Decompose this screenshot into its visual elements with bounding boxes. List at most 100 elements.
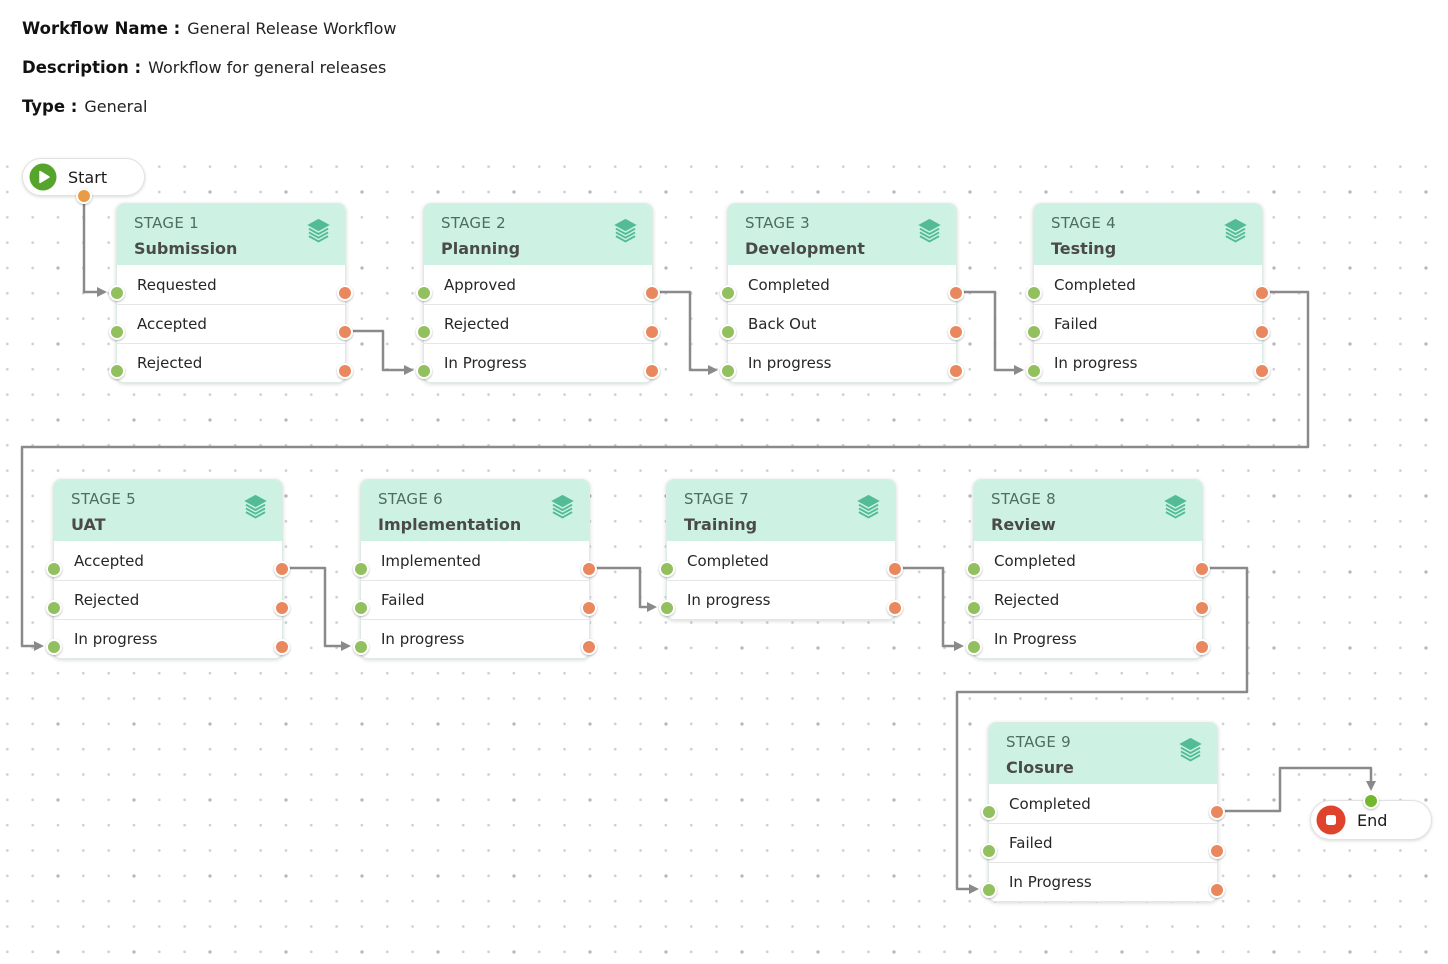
type-label: Type : — [22, 97, 78, 116]
status-output-port[interactable] — [644, 324, 660, 340]
status-label: Failed — [1054, 315, 1098, 333]
layers-icon — [916, 216, 943, 265]
status-input-port[interactable] — [1026, 324, 1042, 340]
start-output-port[interactable] — [75, 188, 92, 204]
stage-node-4[interactable]: STAGE 4 Testing Completed Failed In prog… — [1026, 203, 1270, 383]
status-output-port[interactable] — [1209, 843, 1225, 859]
stage-status-list: Approved Rejected In Progress — [416, 265, 660, 382]
status-output-port[interactable] — [337, 324, 353, 340]
status-input-port[interactable] — [981, 843, 997, 859]
status-input-port[interactable] — [416, 284, 432, 301]
status-output-port[interactable] — [337, 363, 353, 379]
status-output-port[interactable] — [948, 324, 964, 340]
status-input-port[interactable] — [981, 882, 997, 898]
status-input-port[interactable] — [966, 600, 982, 616]
status-row: In progress — [353, 619, 597, 658]
status-input-port[interactable] — [109, 324, 125, 340]
edge-stage2-approved-to-stage3 — [653, 290, 718, 375]
stage-name: Review — [991, 515, 1056, 534]
status-output-port[interactable] — [948, 363, 964, 379]
status-input-port[interactable] — [659, 600, 675, 616]
status-input-port[interactable] — [966, 560, 982, 577]
stage-name: Closure — [1006, 758, 1074, 777]
stage-node-6[interactable]: STAGE 6 Implementation Implemented Faile… — [353, 479, 597, 659]
status-input-port[interactable] — [109, 284, 125, 301]
status-output-port[interactable] — [581, 560, 597, 577]
stage-node-1[interactable]: STAGE 1 Submission Requested Accepted Re… — [109, 203, 353, 383]
stage-node-5[interactable]: STAGE 5 UAT Accepted Rejected In progres… — [46, 479, 290, 659]
status-output-port[interactable] — [644, 284, 660, 301]
status-input-port[interactable] — [353, 639, 369, 655]
status-input-port[interactable] — [981, 803, 997, 820]
status-row: Back Out — [720, 304, 964, 343]
status-input-port[interactable] — [353, 560, 369, 577]
end-input-port[interactable] — [1363, 793, 1379, 809]
status-input-port[interactable] — [720, 324, 736, 340]
status-output-port[interactable] — [948, 284, 964, 301]
start-node-label: Start — [68, 167, 108, 187]
status-label: In progress — [381, 630, 465, 648]
stage-node-7[interactable]: STAGE 7 Training Completed In progress — [659, 479, 903, 620]
end-node[interactable]: End — [1310, 793, 1432, 840]
description-label: Description : — [22, 58, 142, 77]
status-input-port[interactable] — [46, 560, 62, 577]
status-output-port[interactable] — [887, 560, 903, 577]
status-row: Completed — [720, 265, 964, 304]
status-input-port[interactable] — [416, 324, 432, 340]
status-output-port[interactable] — [887, 600, 903, 616]
stage-node-3[interactable]: STAGE 3 Development Completed Back Out I… — [720, 203, 964, 383]
stage-label: STAGE 3 — [745, 214, 811, 232]
status-input-port[interactable] — [720, 363, 736, 379]
status-output-port[interactable] — [1194, 639, 1210, 655]
stage-label: STAGE 7 — [684, 490, 750, 508]
stage-status-list: Implemented Failed In progress — [353, 541, 597, 658]
stage-node-8[interactable]: STAGE 8 Review Completed Rejected In Pro… — [966, 479, 1210, 659]
status-output-port[interactable] — [1209, 882, 1225, 898]
edge-stage3-completed-to-stage4 — [957, 290, 1024, 375]
description-line: Description : Workflow for general relea… — [22, 55, 397, 80]
status-input-port[interactable] — [109, 363, 125, 379]
status-label: In Progress — [444, 354, 527, 372]
status-output-port[interactable] — [337, 284, 353, 301]
status-input-port[interactable] — [720, 284, 736, 301]
layers-icon — [305, 216, 332, 265]
status-output-port[interactable] — [274, 560, 290, 577]
status-input-port[interactable] — [353, 600, 369, 616]
start-node[interactable]: Start — [22, 158, 145, 204]
status-row: Failed — [1026, 304, 1270, 343]
status-output-port[interactable] — [581, 639, 597, 655]
status-output-port[interactable] — [1254, 363, 1270, 379]
stage-titles: STAGE 2 Planning — [441, 210, 520, 265]
status-output-port[interactable] — [644, 363, 660, 379]
status-output-port[interactable] — [1194, 560, 1210, 577]
status-input-port[interactable] — [416, 363, 432, 379]
stage-node-2[interactable]: STAGE 2 Planning Approved Rejected In Pr… — [416, 203, 660, 383]
status-input-port[interactable] — [1026, 284, 1042, 301]
status-label: Rejected — [74, 591, 140, 609]
status-output-port[interactable] — [1254, 284, 1270, 301]
stage-label: STAGE 1 — [134, 214, 200, 232]
status-output-port[interactable] — [1254, 324, 1270, 340]
layers-icon — [1162, 492, 1189, 541]
status-row: Implemented — [353, 541, 597, 580]
status-row: Failed — [981, 823, 1225, 862]
status-input-port[interactable] — [966, 639, 982, 655]
status-input-port[interactable] — [46, 600, 62, 616]
status-input-port[interactable] — [659, 560, 675, 577]
status-input-port[interactable] — [46, 639, 62, 655]
stage-status-list: Accepted Rejected In progress — [46, 541, 290, 658]
status-row: Completed — [966, 541, 1210, 580]
stage-label: STAGE 8 — [991, 490, 1057, 508]
stage-name: Implementation — [378, 515, 522, 534]
stage-status-list: Requested Accepted Rejected — [109, 265, 353, 382]
status-output-port[interactable] — [1194, 600, 1210, 616]
status-input-port[interactable] — [1026, 363, 1042, 379]
status-output-port[interactable] — [274, 600, 290, 616]
status-row: Rejected — [416, 304, 660, 343]
status-output-port[interactable] — [1209, 803, 1225, 820]
status-label: Accepted — [137, 315, 207, 333]
workflow-canvas[interactable]: Start End STAGE 1 Submission — [0, 145, 1448, 964]
status-output-port[interactable] — [581, 600, 597, 616]
stage-node-9[interactable]: STAGE 9 Closure Completed Failed In Prog… — [981, 722, 1225, 902]
status-output-port[interactable] — [274, 639, 290, 655]
